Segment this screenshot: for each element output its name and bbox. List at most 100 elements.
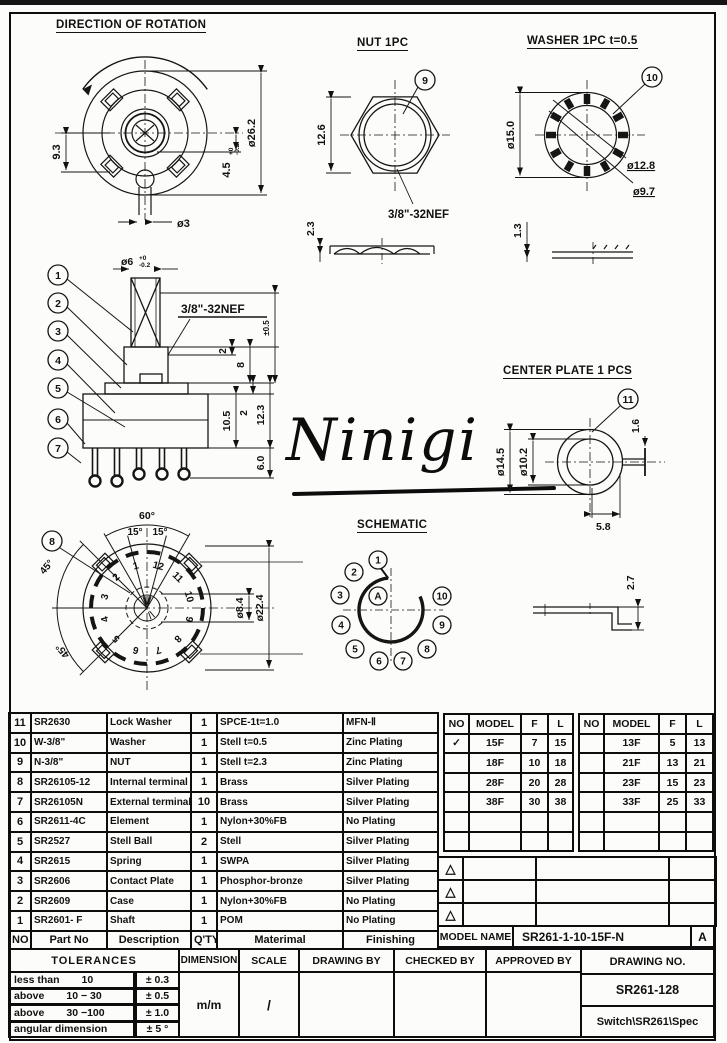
pin-10: 10 (436, 592, 448, 603)
model-name-label: MODEL NAME (437, 925, 514, 948)
dim-label: 4.5 (221, 162, 233, 177)
dim-label: ±0.5 (262, 320, 271, 336)
dim-label: ø14.5 (495, 448, 507, 476)
dim-label: 12.6 (316, 124, 328, 145)
balloon-1: 1 (55, 270, 61, 282)
dial-view-drawing: 8 60° 15° 15° 45° 45° ø8.4 ø22.4 1 2 3 4… (38, 510, 303, 691)
mount-lug (99, 87, 124, 112)
pin-9: 9 (439, 621, 445, 632)
dim-label: ø12.8 (627, 160, 655, 172)
table-row: △ (437, 879, 717, 904)
table-row (443, 810, 574, 833)
balloon-8: 8 (49, 536, 55, 548)
thread-label: 3/8"-32NEF (181, 302, 245, 316)
revision-table: △ △ △ (437, 856, 717, 927)
thread-label: 3/8"-32NEF (388, 209, 449, 221)
dim-label: 6.0 (255, 456, 267, 471)
angle-label: 15° (127, 527, 142, 538)
dim-tolerance: +0 (228, 147, 235, 155)
brand-logo: Ninigi (286, 406, 479, 474)
dial-number: 6 (131, 643, 140, 655)
dimension-header: DIMENSION (178, 948, 240, 973)
spec-path-value: Switch\SR261\Spec (580, 1005, 715, 1038)
pin-8: 8 (424, 645, 430, 656)
contact-arc (357, 576, 425, 644)
dial-number: 9 (182, 615, 194, 624)
balloon-11-circle (617, 388, 639, 410)
title-center-plate: CENTER PLATE 1 PCS (503, 365, 633, 379)
mount-lug (166, 87, 191, 112)
dim-label: ø15.0 (505, 121, 517, 149)
dim-label: ø10.2 (518, 448, 530, 476)
dim-label: ø22.4 (254, 594, 266, 621)
rotation-dimensions (61, 65, 267, 225)
schematic-pin-numbers: 1 2 3 4 5 6 7 8 9 10 A (337, 556, 448, 668)
dim-tolerance: -0.2 (139, 262, 151, 269)
balloon-8-circle (41, 530, 63, 552)
mount-lug (166, 154, 191, 179)
angle-construction (52, 524, 191, 676)
balloon-2: 2 (55, 298, 61, 310)
title-nut: NUT 1PC (357, 37, 409, 51)
scale-header: SCALE (238, 948, 300, 973)
dim-label: 2 (239, 410, 250, 416)
approved-by-value (485, 971, 582, 1038)
dim-label: 2.7 (625, 575, 637, 590)
model-name-value: SR261-1-10-15F-N (512, 925, 692, 948)
washer-profile (552, 244, 633, 259)
balloon-leaders (66, 278, 134, 464)
drawing-by-value (298, 971, 395, 1038)
tolerance-value: ± 1.0 (135, 1004, 180, 1022)
pin-6: 6 (376, 657, 382, 668)
model-check: ✓ (443, 732, 470, 755)
nut-view-drawing: 12.6 9 3/8"-32NEF 2.3 (305, 69, 450, 264)
angle-label: 15° (152, 527, 167, 538)
center-plate-dimensions (504, 423, 648, 631)
dim-label: 10.5 (221, 411, 233, 432)
side-view-drawing: 1 2 3 4 5 6 7 ø6 +0 -0.2 3/8"-32NEF 2 8 … (47, 255, 279, 488)
title-schematic: SCHEMATIC (357, 519, 428, 533)
pin-7: 7 (400, 657, 406, 668)
tolerances-header: TOLERANCES (8, 948, 180, 973)
dim-tolerance: +0 (139, 255, 147, 262)
angle-label: 45° (38, 558, 56, 577)
dial-number: 12 (151, 560, 165, 574)
pin-balloons (330, 550, 452, 671)
center-plate-drawing: 11 ø14.5 ø10.2 1.6 5.8 2.7 (495, 388, 665, 631)
title-washer: WASHER 1PC t=0.5 (527, 35, 638, 49)
pin-common-A: A (374, 592, 381, 603)
schematic-drawing: 1 2 3 4 5 6 7 8 9 10 A (330, 550, 452, 671)
dial-number: 1 (132, 560, 141, 572)
drawing-no-value: SR261-128 (580, 973, 715, 1007)
table-row: △ (437, 902, 717, 927)
case-body (82, 393, 209, 449)
dial-number: 11 (170, 570, 186, 586)
drawing-by-header: DRAWING BY (298, 948, 395, 973)
table-row (578, 830, 714, 853)
dim-tolerance: -0.2 (234, 143, 241, 155)
dial-number: 8 (171, 633, 183, 645)
rotation-arrowhead (82, 84, 92, 96)
side-dimensions (113, 266, 279, 479)
balloon-9: 9 (422, 75, 428, 87)
dim-label: ø6 (121, 256, 133, 268)
dim-label: 8 (235, 362, 247, 368)
dim-label: ø3 (177, 218, 190, 230)
dial-number: 4 (99, 615, 111, 624)
revision-letter: A (690, 925, 715, 948)
nut-dimensions (317, 91, 414, 262)
